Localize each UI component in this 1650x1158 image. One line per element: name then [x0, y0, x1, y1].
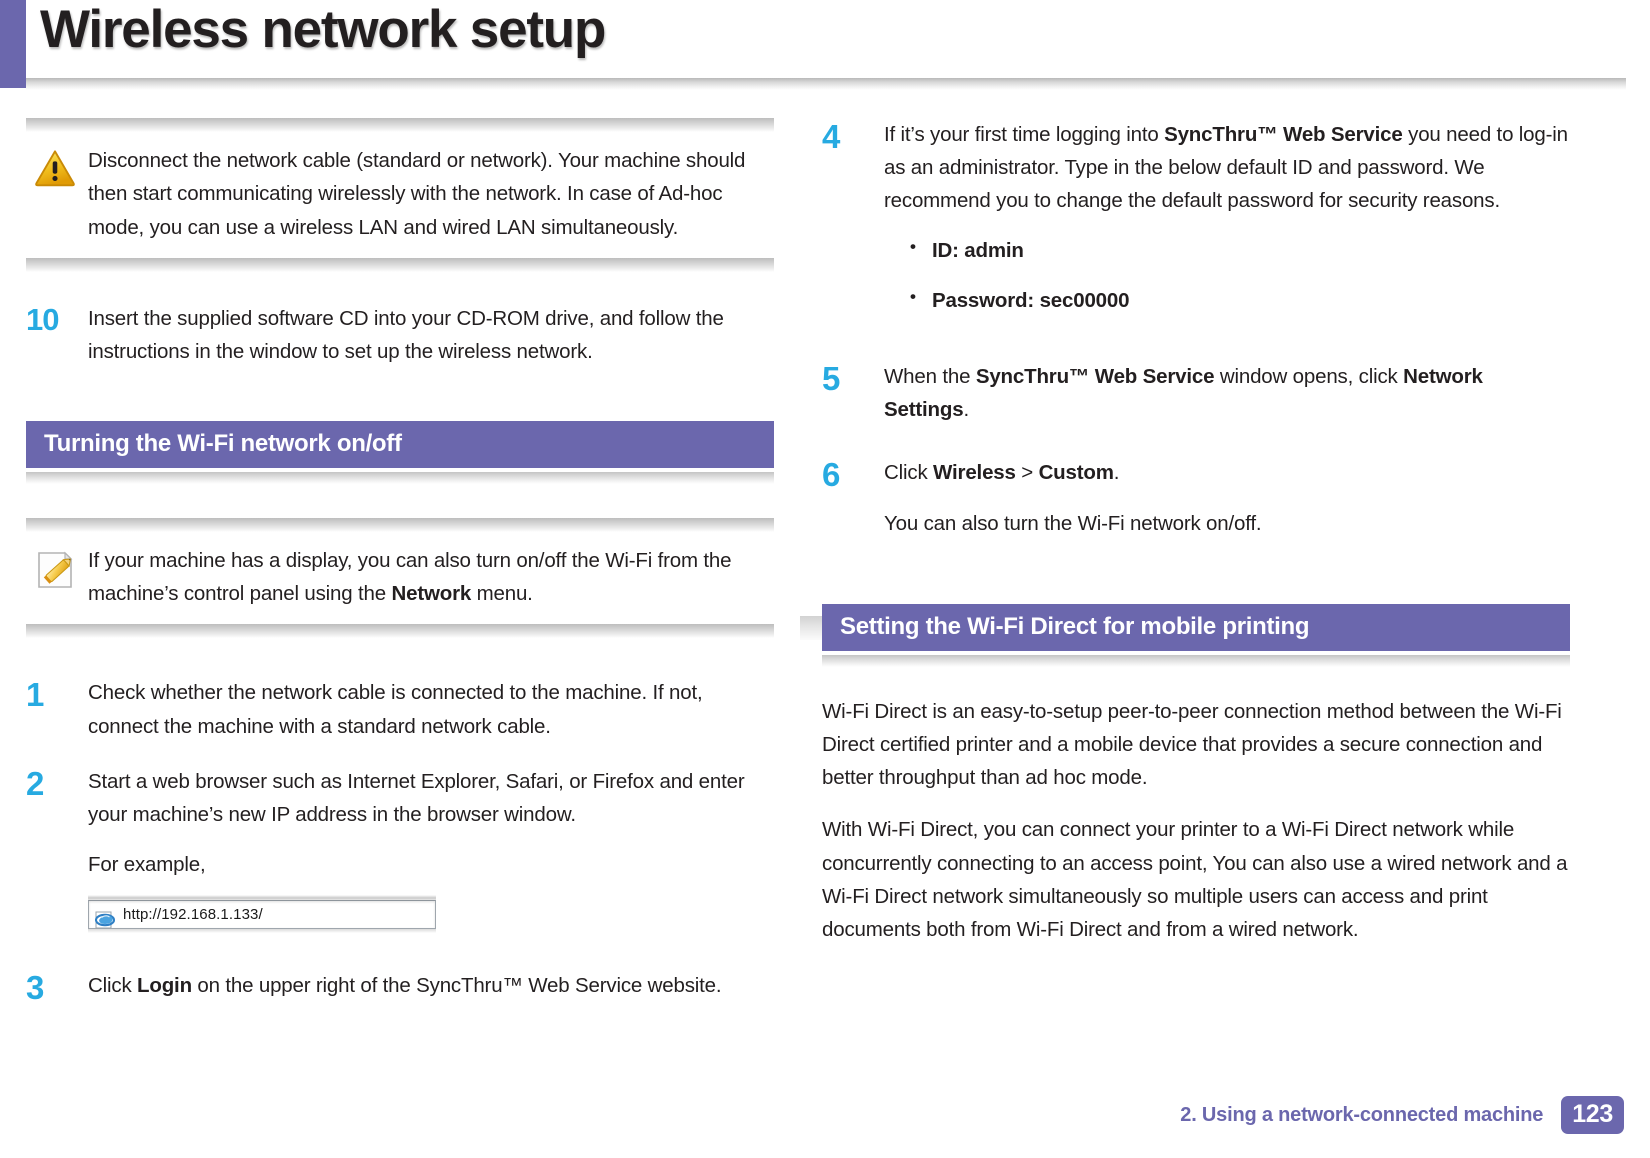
wifi-direct-paragraph-2: With Wi-Fi Direct, you can connect your … — [822, 818, 1568, 942]
header-accent-tab — [0, 0, 26, 88]
step-3: 3 Click Login on the upper right of the … — [26, 969, 774, 1004]
address-bar-url: http://192.168.1.133/ — [123, 905, 263, 923]
step-5-number: 5 — [822, 360, 840, 398]
section-underline — [26, 471, 774, 484]
step-4-text: If it’s your first time logging into Syn… — [884, 123, 1568, 213]
step-2-text: Start a web browser such as Internet Exp… — [88, 769, 745, 827]
page-title: Wireless network setup — [40, 0, 606, 59]
page-footer: 2. Using a network-connected machine 123 — [1180, 1096, 1624, 1134]
caution-note-box: Disconnect the network cable (standard o… — [26, 118, 774, 273]
step-5: 5 When the SyncThru™ Web Service window … — [822, 360, 1570, 426]
section-heading-label: Turning the Wi-Fi network on/off — [44, 430, 402, 458]
step-6-text: Click Wireless > Custom. — [884, 461, 1120, 485]
section-heading-label: Setting the Wi-Fi Direct for mobile prin… — [840, 613, 1310, 641]
header-divider — [26, 78, 1626, 90]
section-heading-wifi-direct: Setting the Wi-Fi Direct for mobile prin… — [800, 603, 1570, 651]
step-2-for-example: For example, — [88, 853, 206, 877]
section-heading-nub — [800, 615, 822, 640]
note-pencil-icon — [26, 544, 88, 594]
step-1-number: 1 — [26, 676, 44, 714]
caution-triangle-icon — [26, 144, 88, 194]
left-column: Disconnect the network cable (standard o… — [26, 118, 774, 1026]
browser-address-bar-figure: http://192.168.1.133/ — [88, 895, 436, 934]
info-note-text: If your machine has a display, you can a… — [88, 548, 732, 606]
info-note-bottom-divider — [26, 624, 774, 639]
section-underline — [822, 654, 1570, 667]
footer-chapter-label: 2. Using a network-connected machine — [1180, 1103, 1544, 1126]
address-bar-bottom-shadow — [88, 929, 436, 934]
step-2: 2 Start a web browser such as Internet E… — [26, 765, 774, 942]
step-6-body: Click Wireless > Custom. You can also tu… — [884, 456, 1570, 539]
footer-page-number: 123 — [1561, 1096, 1624, 1134]
info-note-box: If your machine has a display, you can a… — [26, 517, 774, 639]
step-4-body: If it’s your first time logging into Syn… — [884, 118, 1570, 334]
right-column: 4 If it’s your first time logging into S… — [800, 118, 1570, 965]
step-5-text: When the SyncThru™ Web Service window op… — [884, 365, 1483, 422]
info-note-top-divider — [26, 517, 774, 532]
wifi-direct-paragraph-1: Wi-Fi Direct is an easy-to-setup peer-to… — [822, 699, 1562, 790]
step-10: 10 Insert the supplied software CD into … — [26, 302, 774, 368]
internet-explorer-icon — [94, 906, 117, 929]
step-4: 4 If it’s your first time logging into S… — [822, 118, 1570, 334]
address-bar[interactable]: http://192.168.1.133/ — [88, 900, 436, 930]
step-1-text: Check whether the network cable is conne… — [88, 681, 703, 738]
step-2-body: Start a web browser such as Internet Exp… — [88, 765, 774, 942]
step-6: 6 Click Wireless > Custom. You can also … — [822, 456, 1570, 539]
bullet-id: ID: admin — [884, 233, 1570, 267]
step-6-number: 6 — [822, 456, 840, 494]
step-4-bullet-list: ID: admin Password: sec00000 — [884, 233, 1570, 317]
step-4-number: 4 — [822, 118, 840, 155]
section-heading-turning-wifi: Turning the Wi-Fi network on/off — [26, 420, 774, 468]
caution-note-text: Disconnect the network cable (standard o… — [88, 149, 746, 239]
step-6-subtext: You can also turn the Wi-Fi network on/o… — [884, 511, 1262, 535]
step-2-number: 2 — [26, 764, 44, 802]
step-3-number: 3 — [26, 969, 44, 1007]
note-bottom-divider — [26, 258, 774, 273]
note-top-divider — [26, 118, 774, 132]
address-bar-top-shadow — [88, 895, 436, 901]
step-10-number: 10 — [26, 302, 59, 338]
step-1: 1 Check whether the network cable is con… — [26, 676, 774, 742]
bullet-password: Password: sec00000 — [884, 283, 1570, 317]
step-3-text: Click Login on the upper right of the Sy… — [88, 974, 722, 998]
step-10-text: Insert the supplied software CD into you… — [88, 307, 724, 364]
